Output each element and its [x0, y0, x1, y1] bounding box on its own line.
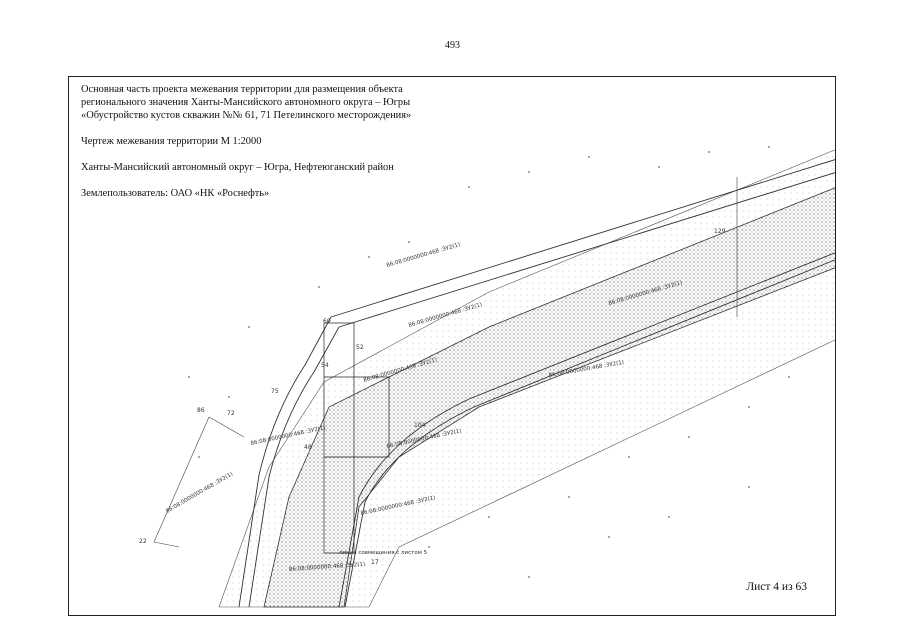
parcel-label: 86:08:0000000:468 :ЗУ2(1)	[386, 242, 461, 269]
title-line-2: регионального значения Ханты-Мансийского…	[81, 97, 411, 108]
point-label: 48	[304, 444, 312, 451]
title-line-3: «Обустройство кустов скважин №№ 61, 71 П…	[81, 110, 412, 121]
drawing-frame: 86:08:0000000:468 :ЗУ2(1) 86:08:0000000:…	[68, 76, 836, 616]
title-block: Основная часть проекта межевания террито…	[81, 83, 411, 200]
main-corridor	[263, 187, 835, 608]
parcel-label: 86:08:0000000:468 :ЗУ2(1)	[289, 562, 366, 573]
pipeline-lines	[238, 159, 835, 608]
page-number: 493	[445, 40, 460, 51]
point-label: 104	[414, 422, 426, 429]
node-boundary	[323, 322, 390, 554]
sheet-label: Лист 4 из 63	[746, 581, 807, 593]
dimension-lines	[153, 177, 738, 548]
point-label: 86	[197, 407, 205, 414]
point-label: 54	[321, 362, 329, 369]
point-label: 75	[271, 388, 279, 395]
point-label: 60	[323, 318, 331, 325]
point-label: 52	[356, 344, 364, 351]
point-label: 17	[371, 559, 379, 566]
sheet-joint-note: линия совмещения с листом 5	[339, 550, 428, 556]
land-user: Землепользователь: ОАО «НК «Роснефть»	[81, 188, 270, 199]
point-label: 22	[139, 538, 147, 545]
title-line-1: Основная часть проекта межевания террито…	[81, 84, 403, 95]
point-label: 129	[714, 228, 726, 235]
survey-drawing: 86:08:0000000:468 :ЗУ2(1) 86:08:0000000:…	[139, 146, 835, 608]
drawing-name: Чертеж межевания территории М 1:2000	[81, 136, 262, 147]
point-label: 72	[227, 410, 235, 417]
region: Ханты-Мансийский автономный округ – Югра…	[81, 162, 394, 173]
